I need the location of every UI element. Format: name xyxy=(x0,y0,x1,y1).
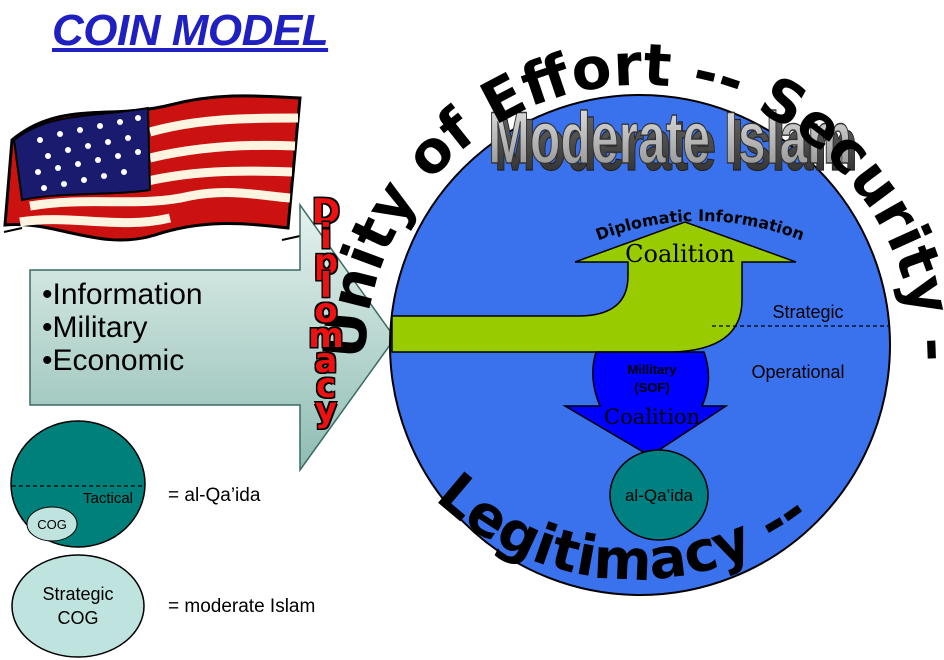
operational-level-label: Operational xyxy=(751,362,844,382)
military-label: Millitary xyxy=(627,362,677,377)
strategic-cog-line2: COG xyxy=(57,608,98,628)
strategic-cog-circle xyxy=(11,554,145,658)
al-qaida-target xyxy=(609,449,709,541)
coalition-label-bottom: Coalition xyxy=(604,405,700,429)
instruments-list: •Information •Military •Economic xyxy=(42,278,203,377)
cog-small-circle xyxy=(26,506,78,542)
diplomacy-letter: c xyxy=(315,365,337,406)
legend-strategic: Strategic COG xyxy=(11,554,145,658)
sof-label: (SOF) xyxy=(634,380,669,395)
moderate-islam-headline: Moderate Islam Moderate Islam xyxy=(488,97,858,187)
diplomacy-letter: p xyxy=(313,241,339,282)
military-sof-arrow xyxy=(562,351,729,457)
diplomacy-letter: o xyxy=(314,291,338,332)
tactical-label: Tactical xyxy=(83,490,133,507)
diplomacy-letter: m xyxy=(308,315,344,356)
coalition-label-top: Coalition xyxy=(625,240,735,268)
legend-moderate-islam-meaning: = moderate Islam xyxy=(168,596,316,617)
diplomatic-information-arrow xyxy=(391,221,797,353)
al-qaida-target-label: al-Qa’ida xyxy=(625,486,694,505)
cog-label: COG xyxy=(37,517,67,532)
instrument-item: •Information xyxy=(42,278,203,311)
diplomacy-letter: D xyxy=(311,192,341,232)
page-title: COIN MODEL xyxy=(52,6,329,55)
legend-al-qaida-meaning: = al-Qa’ida xyxy=(168,485,261,506)
diplomacy-letter: l xyxy=(320,266,332,307)
instrument-item: •Military xyxy=(42,311,148,344)
svg-text:Moderate Islam: Moderate Islam xyxy=(488,97,851,179)
strategic-level-label: Strategic xyxy=(772,302,843,322)
diplomacy-letter: y xyxy=(314,390,338,431)
strategic-cog-line1: Strategic xyxy=(42,584,113,604)
legend-tactical: Tactical COG xyxy=(10,420,146,548)
diplomacy-letter: a xyxy=(314,340,338,381)
diplomacy-letter: i xyxy=(320,216,332,257)
diplomacy-vertical-label: D i p l o m a c y xyxy=(302,192,350,431)
us-flag-icon xyxy=(3,94,302,242)
instruments-arrow xyxy=(29,202,396,473)
instrument-item: •Economic xyxy=(42,344,185,377)
svg-text:Moderate Islam: Moderate Islam xyxy=(494,104,857,186)
